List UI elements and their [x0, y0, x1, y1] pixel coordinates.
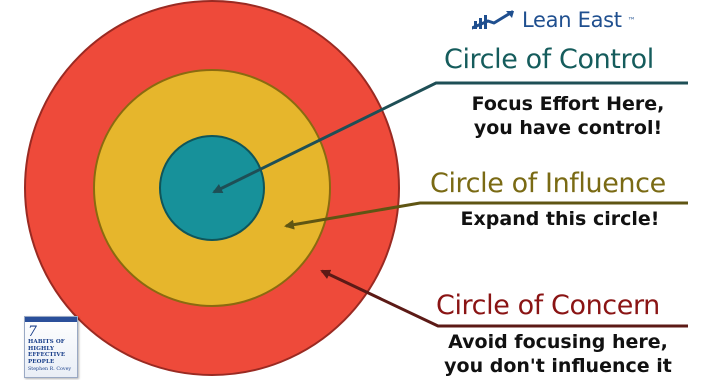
control-description-line: Focus Effort Here,	[448, 92, 688, 116]
concern-description-line: you don't influence it	[424, 354, 692, 378]
concern-description: Avoid focusing here, you don't influence…	[424, 330, 692, 378]
concern-title: Circle of Concern	[436, 290, 660, 321]
book-number: 7	[28, 325, 37, 339]
logo-trademark: ™	[628, 16, 636, 25]
influence-title: Circle of Influence	[430, 168, 666, 199]
influence-description: Expand this circle!	[440, 207, 680, 231]
logo-text: Lean East	[522, 8, 622, 32]
control-description-line: you have control!	[448, 116, 688, 140]
logo-bars-icon	[472, 9, 516, 31]
influence-description-line: Expand this circle!	[440, 207, 680, 231]
concern-description-line: Avoid focusing here,	[424, 330, 692, 354]
book-author: Stephen R. Covey	[28, 367, 74, 372]
book-cover-image: 7 HABITS OF HIGHLY EFFECTIVE PEOPLE Step…	[24, 316, 78, 378]
lean-east-logo: Lean East ™	[472, 6, 636, 34]
control-circle	[160, 136, 264, 240]
book-top-bar	[25, 317, 77, 322]
book-title: HABITS OF HIGHLY EFFECTIVE PEOPLE	[28, 339, 74, 365]
control-description: Focus Effort Here, you have control!	[448, 92, 688, 140]
control-title: Circle of Control	[444, 44, 654, 75]
book-title-line: PEOPLE	[28, 359, 74, 366]
